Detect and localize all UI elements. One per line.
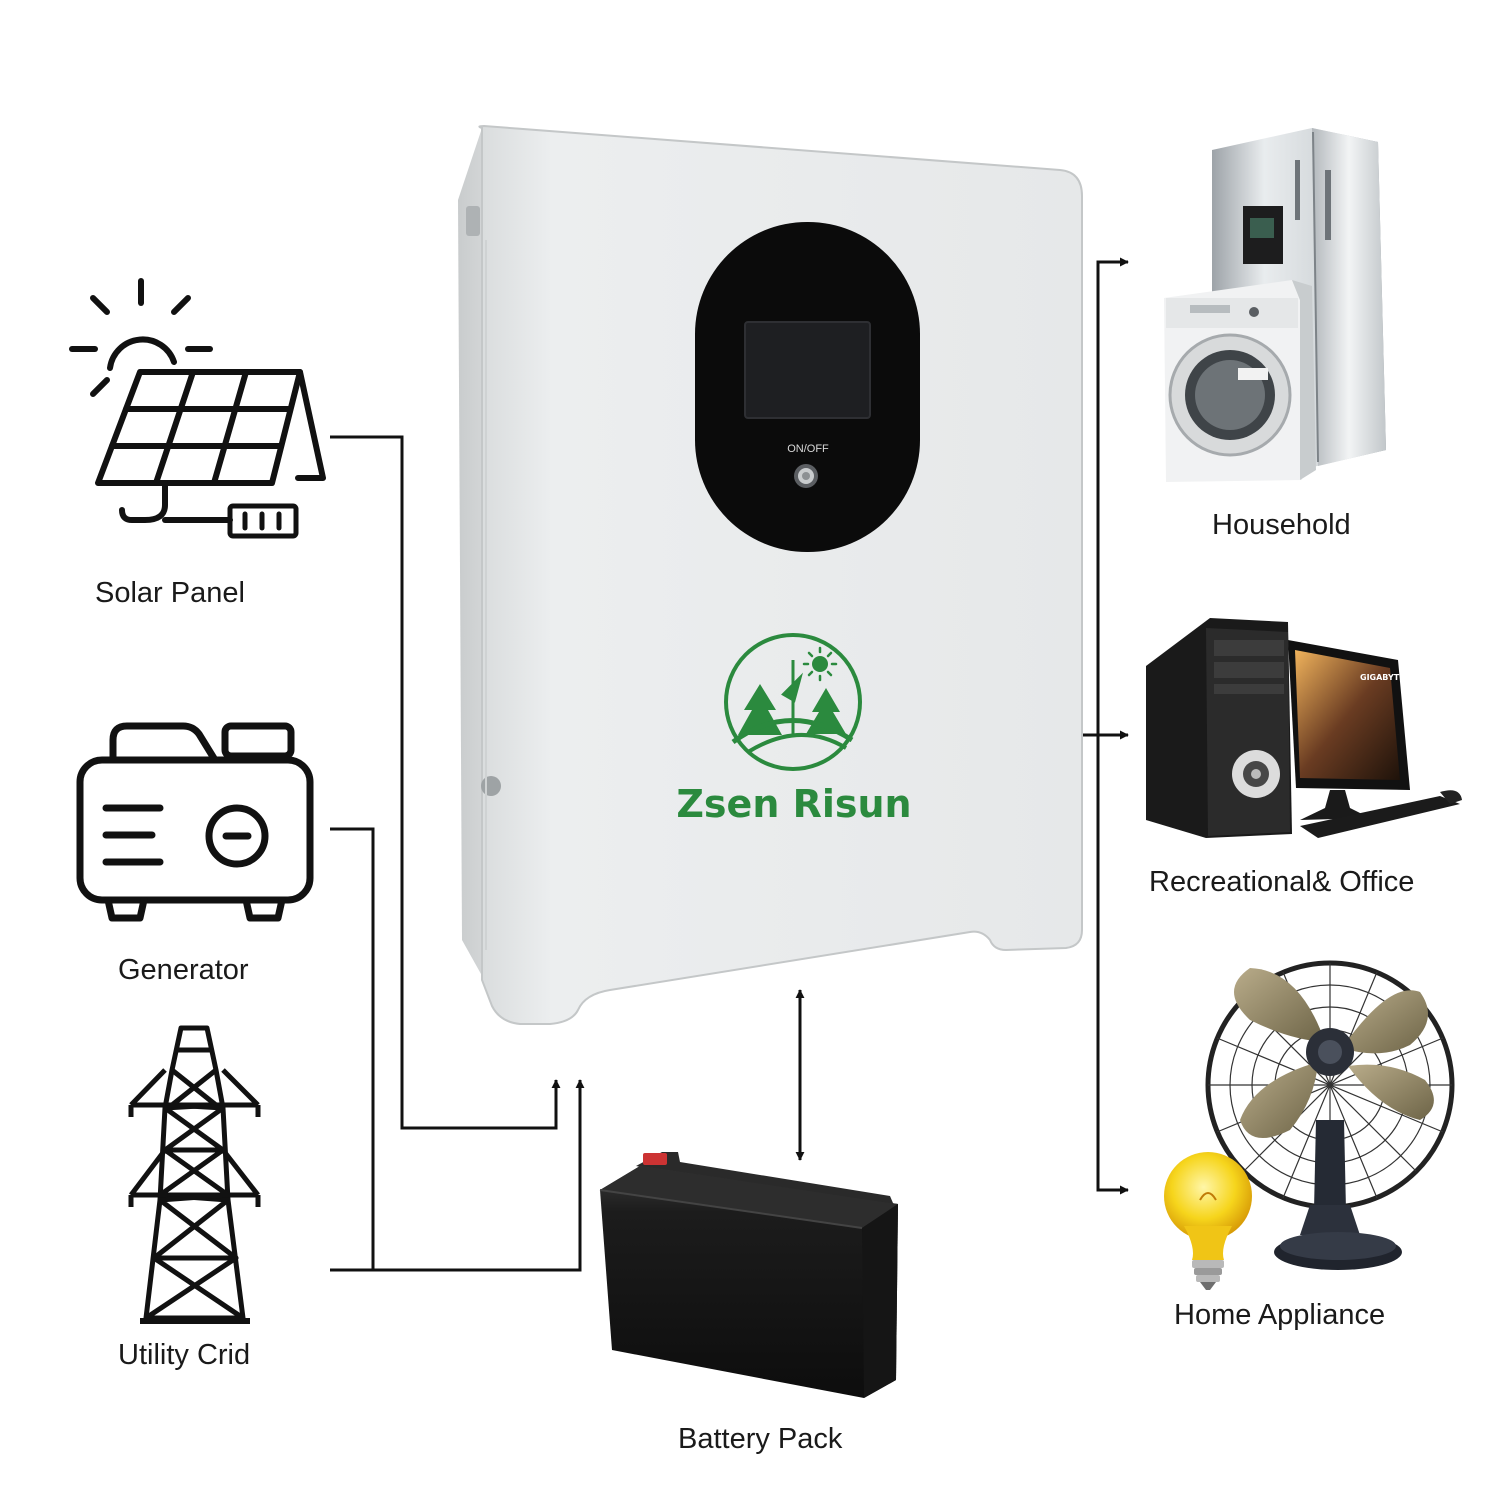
- home-appliance-label: Home Appliance: [1174, 1299, 1385, 1331]
- load-bus-bottom: [1096, 735, 1129, 1195]
- power-button[interactable]: [794, 464, 818, 488]
- battery-label: Battery Pack: [678, 1423, 843, 1455]
- power-tower-icon: [128, 1025, 261, 1324]
- desktop-computer-icon: GIGABYTE: [1146, 618, 1462, 838]
- generator-icon: [76, 722, 314, 922]
- connector-lines: [330, 257, 1129, 1272]
- recreational-office-label: Recreational& Office: [1149, 866, 1414, 898]
- monitor-brand: GIGABYTE: [1360, 673, 1405, 682]
- solar-panel-label: Solar Panel: [95, 577, 245, 609]
- generator-label: Generator: [118, 954, 249, 986]
- solar-panel-icon: [69, 278, 326, 539]
- generator-connector: [330, 827, 375, 1270]
- lcd-screen: [744, 321, 871, 419]
- solar-connector: [330, 435, 561, 1130]
- inverter-unit: ON/OFF Z: [458, 124, 1083, 1025]
- on-off-label: ON/OFF: [787, 443, 829, 455]
- forest-sun-logo-icon: [724, 633, 862, 771]
- brand-name: Zsen Risun: [676, 782, 911, 826]
- fridge-washer-icon: [1164, 128, 1386, 482]
- utility-grid-label: Utility Crid: [118, 1339, 250, 1371]
- grid-connector: [330, 1079, 585, 1272]
- fan-and-bulb-icon: [1164, 960, 1455, 1290]
- battery-icon: [599, 1152, 898, 1398]
- load-bus-top: [1096, 257, 1129, 735]
- household-label: Household: [1212, 509, 1351, 541]
